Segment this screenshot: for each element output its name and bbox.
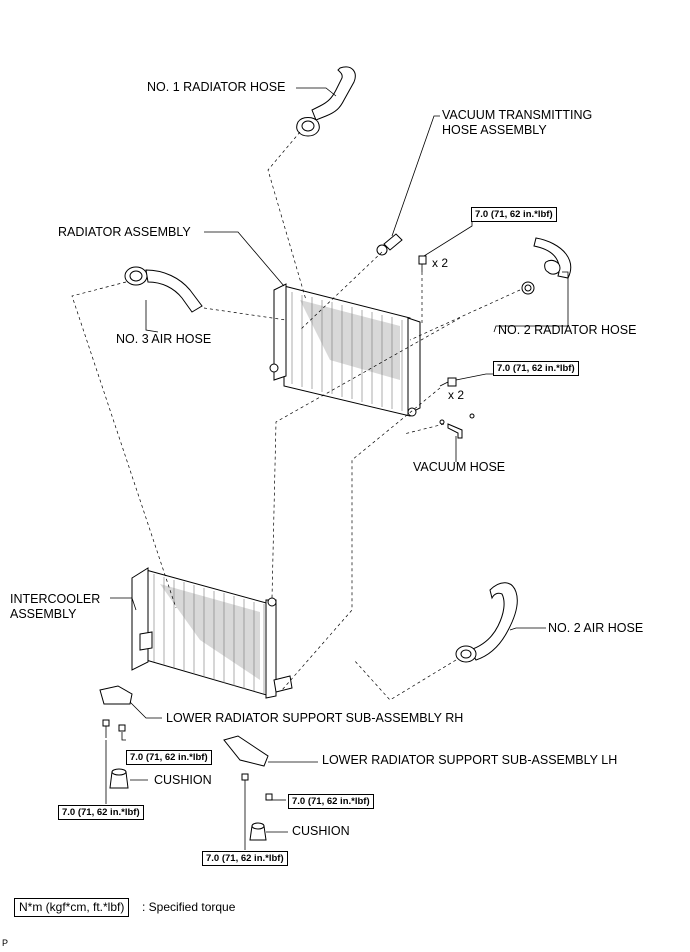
torque-label-lh-cushion-bolt: 7.0 (71, 62 in.*lbf) [202, 851, 288, 866]
no2-radiator-hose-drawing [521, 237, 572, 295]
label-cushion-rh: CUSHION [154, 773, 212, 787]
torque-label-rh-support-bolt: 7.0 (71, 62 in.*lbf) [126, 750, 212, 765]
label-lower-radiator-support-rh: LOWER RADIATOR SUPPORT SUB-ASSEMBLY RH [166, 711, 464, 725]
label-lower-radiator-support-lh: LOWER RADIATOR SUPPORT SUB-ASSEMBLY LH [322, 753, 618, 767]
label-no3-air-hose: NO. 3 AIR HOSE [116, 332, 212, 346]
no2-air-hose-drawing [455, 582, 518, 663]
torque-label-rh-cushion-bolt: 7.0 (71, 62 in.*lbf) [58, 805, 144, 820]
intercooler-assembly-drawing [131, 567, 293, 699]
label-cushion-lh: CUSHION [292, 824, 350, 838]
lower-support-rh-drawing [99, 685, 133, 789]
torque-label-lh-support-bolt: 7.0 (71, 62 in.*lbf) [288, 794, 374, 809]
label-vacuum-hose: VACUUM HOSE [413, 460, 506, 474]
upper-bolt-drawing [418, 255, 427, 272]
vacuum-transmitting-hose-drawing [376, 233, 403, 256]
side-bolt-drawing [439, 377, 457, 387]
label-no2-radiator-hose: NO. 2 RADIATOR HOSE [498, 323, 637, 337]
radiator-assembly-drawing [269, 283, 421, 417]
quantity-side-bolts: x 2 [448, 388, 465, 402]
label-radiator-assembly: RADIATOR ASSEMBLY [58, 225, 191, 239]
corner-mark: P [2, 938, 9, 948]
vacuum-hose-drawing [439, 413, 475, 439]
no3-air-hose-drawing [124, 266, 203, 313]
label-vacuum-transmitting-hose-assembly: VACUUM TRANSMITTING HOSE ASSEMBLY [442, 108, 593, 137]
lower-support-lh-drawing [223, 735, 273, 841]
legend-description: : Specified torque [142, 900, 236, 914]
alignment-dashed-lines [71, 131, 521, 701]
quantity-upper-bolts: x 2 [432, 256, 449, 270]
legend-torque-unit-box: N*m (kgf*cm, ft.*lbf) [14, 898, 130, 917]
label-no2-air-hose: NO. 2 AIR HOSE [548, 621, 644, 635]
label-intercooler-assembly: INTERCOOLER ASSEMBLY [10, 592, 101, 621]
torque-label-side-bolts: 7.0 (71, 62 in.*lbf) [493, 361, 579, 376]
torque-label-upper-bolts: 7.0 (71, 62 in.*lbf) [471, 207, 557, 222]
no1-radiator-hose-drawing [296, 66, 356, 137]
label-no1-radiator-hose: NO. 1 RADIATOR HOSE [147, 80, 286, 94]
